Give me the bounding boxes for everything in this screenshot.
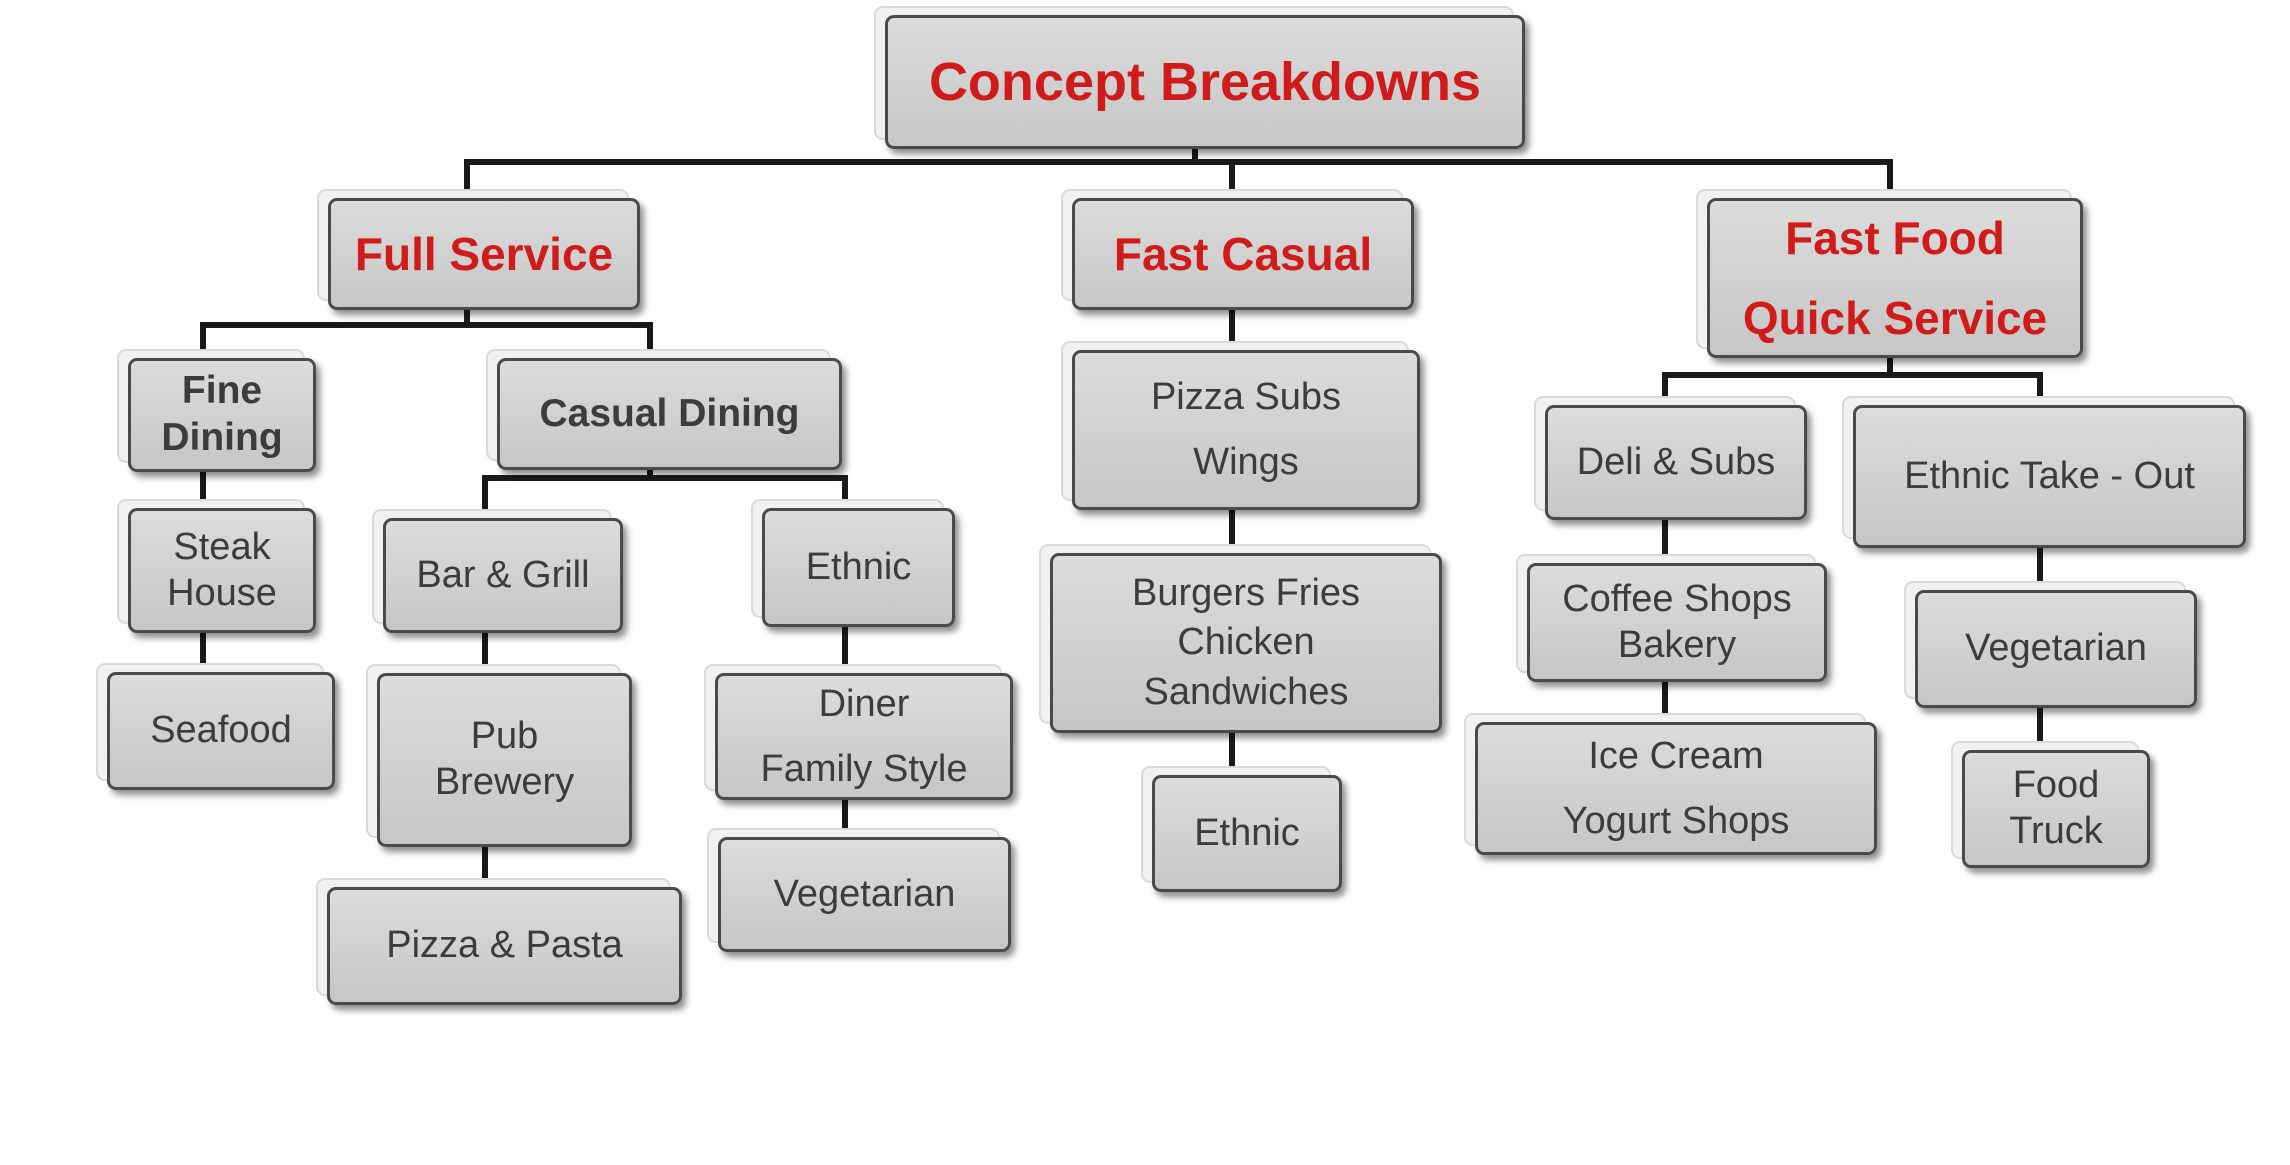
node-food-truck: Food Truck [1962, 750, 2150, 868]
node-bar-and-grill-label: Bar & Grill [416, 553, 590, 596]
node-pub-brewery: Pub Brewery [377, 673, 632, 847]
node-ethnic-take-out: Ethnic Take - Out [1853, 405, 2246, 548]
node-diner-family-style: Diner Family Style [715, 673, 1013, 800]
node-diner-family-style-label: Diner Family Style [760, 682, 968, 790]
category-fast-casual-label: Fast Casual [1113, 227, 1373, 280]
node-seafood: Seafood [107, 672, 335, 790]
node-fine-dining: Fine Dining [128, 358, 316, 472]
node-deli-and-subs: Deli & Subs [1545, 405, 1807, 520]
node-vegetarian-fast-food-label: Vegetarian [1965, 627, 2147, 670]
node-vegetarian-casual: Vegetarian [718, 837, 1011, 952]
node-fine-dining-label: Fine Dining [161, 369, 283, 459]
node-coffee-shops-bakery: Coffee Shops Bakery [1527, 563, 1827, 682]
node-burgers-fries-chicken-label: Burgers Fries Chicken Sandwiches [1131, 571, 1361, 713]
node-ethnic-casual-label: Ethnic [805, 545, 912, 588]
node-casual-dining-label: Casual Dining [539, 391, 800, 435]
node-deli-and-subs-label: Deli & Subs [1576, 440, 1776, 483]
node-vegetarian-casual-label: Vegetarian [773, 872, 956, 915]
node-steak-house-label: Steak House [167, 525, 277, 614]
node-coffee-shops-bakery-label: Coffee Shops Bakery [1562, 577, 1792, 666]
node-burgers-fries-chicken: Burgers Fries Chicken Sandwiches [1050, 553, 1442, 733]
node-food-truck-label: Food Truck [2009, 764, 2103, 852]
node-pizza-subs-wings: Pizza Subs Wings [1072, 350, 1420, 510]
node-ice-cream-yogurt-shops-label: Ice Cream Yogurt Shops [1562, 734, 1790, 842]
root-node-concept-breakdowns: Concept Breakdowns [885, 15, 1525, 149]
category-full-service-label: Full Service [354, 227, 614, 280]
category-fast-casual: Fast Casual [1072, 198, 1414, 310]
node-steak-house: Steak House [128, 508, 316, 633]
node-ethnic-fast-casual: Ethnic [1152, 775, 1342, 892]
node-pizza-and-pasta: Pizza & Pasta [327, 887, 682, 1005]
node-pizza-and-pasta-label: Pizza & Pasta [386, 924, 623, 967]
category-fast-food-label: Fast Food Quick Service [1742, 211, 2048, 345]
node-ethnic-take-out-label: Ethnic Take - Out [1904, 454, 2195, 497]
node-bar-and-grill: Bar & Grill [383, 518, 623, 633]
node-seafood-label: Seafood [150, 709, 292, 752]
node-ethnic-casual: Ethnic [762, 508, 955, 627]
node-vegetarian-fast-food: Vegetarian [1915, 590, 2197, 708]
category-fast-food: Fast Food Quick Service [1707, 198, 2083, 358]
node-pizza-subs-wings-label: Pizza Subs Wings [1150, 376, 1342, 483]
category-full-service: Full Service [328, 198, 640, 310]
node-casual-dining: Casual Dining [497, 358, 842, 470]
root-node-label: Concept Breakdowns [928, 51, 1482, 112]
node-pub-brewery-label: Pub Brewery [434, 715, 575, 803]
node-ethnic-fast-casual-label: Ethnic [1194, 811, 1300, 854]
node-ice-cream-yogurt-shops: Ice Cream Yogurt Shops [1475, 722, 1877, 855]
